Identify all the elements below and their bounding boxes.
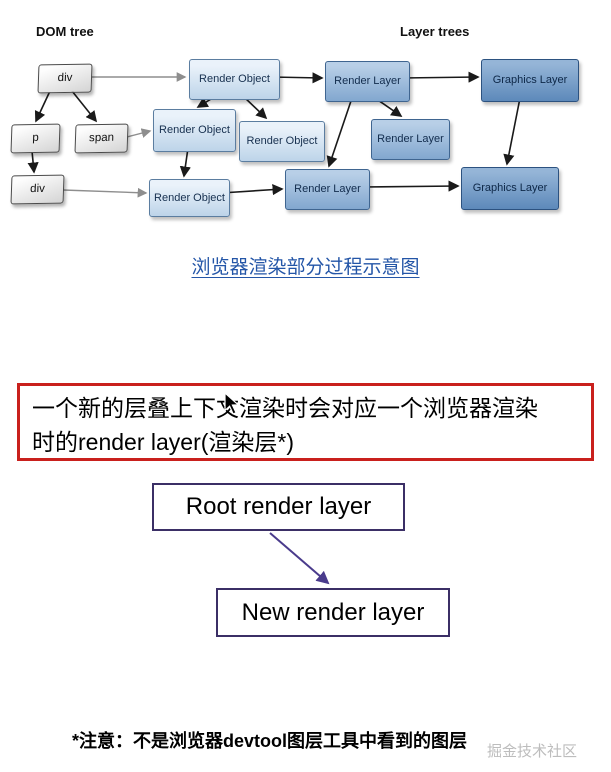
arrow-p-to-div (27, 150, 39, 174)
highlight-note-box: 一个新的层叠上下文渲染时会对应一个浏览器渲染 时的render layer(渲染… (17, 383, 594, 461)
dom-node-span: span (74, 123, 129, 154)
layer-trees-label: Layer trees (400, 24, 470, 39)
highlight-note-line-2: 时的render layer(渲染层*) (32, 429, 294, 455)
arrow-div-to-p (34, 90, 51, 123)
render-object-node-3: Render Object (239, 121, 325, 162)
new-render-layer-box: New render layer (216, 588, 450, 637)
arrow-rl1-to-rl3 (326, 97, 353, 168)
dom-node-div-1: div (37, 63, 93, 94)
root-render-layer-label: Root render layer (185, 493, 372, 520)
render-object-node-4: Render Object (149, 179, 230, 217)
render-layer-node-2: Render Layer (371, 119, 450, 160)
root-render-layer-box: Root render layer (152, 483, 405, 531)
arrow-div-to-span (71, 90, 98, 123)
arrow-rl3-to-gl2 (360, 180, 460, 192)
new-render-layer-label: New render layer (241, 598, 425, 626)
dom-node-p: p (10, 123, 61, 154)
arrow-rl1-to-gl1 (400, 71, 480, 83)
dom-node-div-2: div (10, 174, 65, 205)
footnote: *注意：不是浏览器devtool图层工具中看到的图层 (72, 731, 468, 751)
graphics-layer-node-2: Graphics Layer (461, 167, 559, 210)
watermark: 掘金技术社区 (487, 743, 578, 760)
arrow-root-to-new-layer (269, 532, 330, 585)
render-layer-node-1: Render Layer (325, 61, 410, 102)
render-object-node-2: Render Object (153, 109, 236, 152)
graphics-layer-node-1: Graphics Layer (481, 59, 579, 102)
arrow-ro2-to-ro4 (179, 147, 191, 178)
diagram-caption: 浏览器渲染部分过程示意图 (191, 257, 420, 278)
arrow-span-to-renderobject (126, 128, 152, 138)
render-layer-node-3: Render Layer (285, 169, 370, 210)
render-pipeline-diagram: DOM tree Layer trees div p span div Rend… (0, 0, 611, 235)
arrow-gl1-to-gl2 (503, 97, 521, 166)
render-object-node-1: Render Object (189, 59, 280, 100)
arrow-ro4-to-rl3 (220, 184, 284, 196)
dom-tree-label: DOM tree (36, 24, 94, 39)
highlight-note-line-1: 一个新的层叠上下文渲染时会对应一个浏览器渲染 (32, 395, 538, 421)
arrow-div2-to-renderobject (62, 187, 148, 198)
